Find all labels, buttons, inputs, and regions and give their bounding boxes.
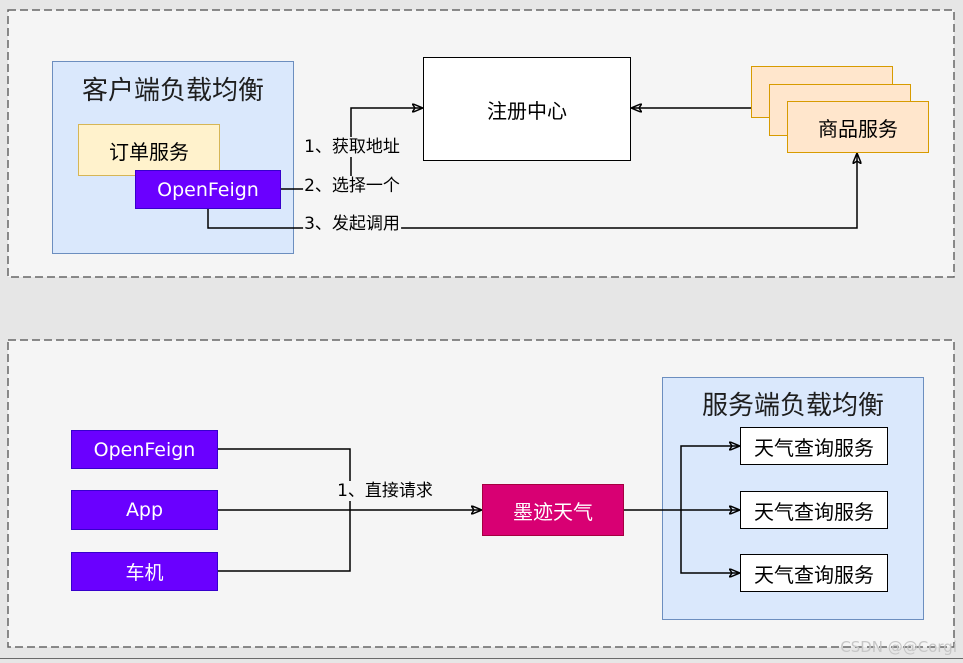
csdn-watermark: CSDN @@Corgi: [840, 638, 957, 656]
caller-carkit-node: 车机: [71, 552, 218, 591]
weather-query-instance-2: 天气查询服务: [740, 491, 888, 529]
edge-label-get-address: 1、获取地址: [303, 137, 401, 157]
order-service-node: 订单服务: [78, 124, 220, 176]
weather-query-instance-3: 天气查询服务: [740, 554, 888, 592]
caller-app-node: App: [71, 490, 218, 530]
product-service-node-front: 商品服务: [787, 101, 929, 153]
edge-client-carkit-to-junction: [218, 510, 351, 572]
client-load-balancing-title: 客户端负载均衡: [81, 76, 264, 106]
weather-query-instance-1: 天气查询服务: [740, 427, 888, 465]
registry-center-node: 注册中心: [423, 57, 631, 161]
edge-label-invoke: 3、发起调用: [303, 214, 401, 234]
bottom-edge-line: [0, 658, 963, 659]
caller-openfeign-node: OpenFeign: [71, 430, 218, 469]
edge-label-choose-one: 2、选择一个: [303, 176, 401, 196]
moji-weather-gateway-node: 墨迹天气: [482, 484, 624, 536]
server-load-balancing-title: 服务端负载均衡: [701, 391, 884, 421]
client-openfeign-node: OpenFeign: [135, 170, 281, 209]
edge-client-openfeign-to-junction: [218, 448, 351, 510]
edge-label-direct-request: 1、直接请求: [336, 481, 434, 501]
